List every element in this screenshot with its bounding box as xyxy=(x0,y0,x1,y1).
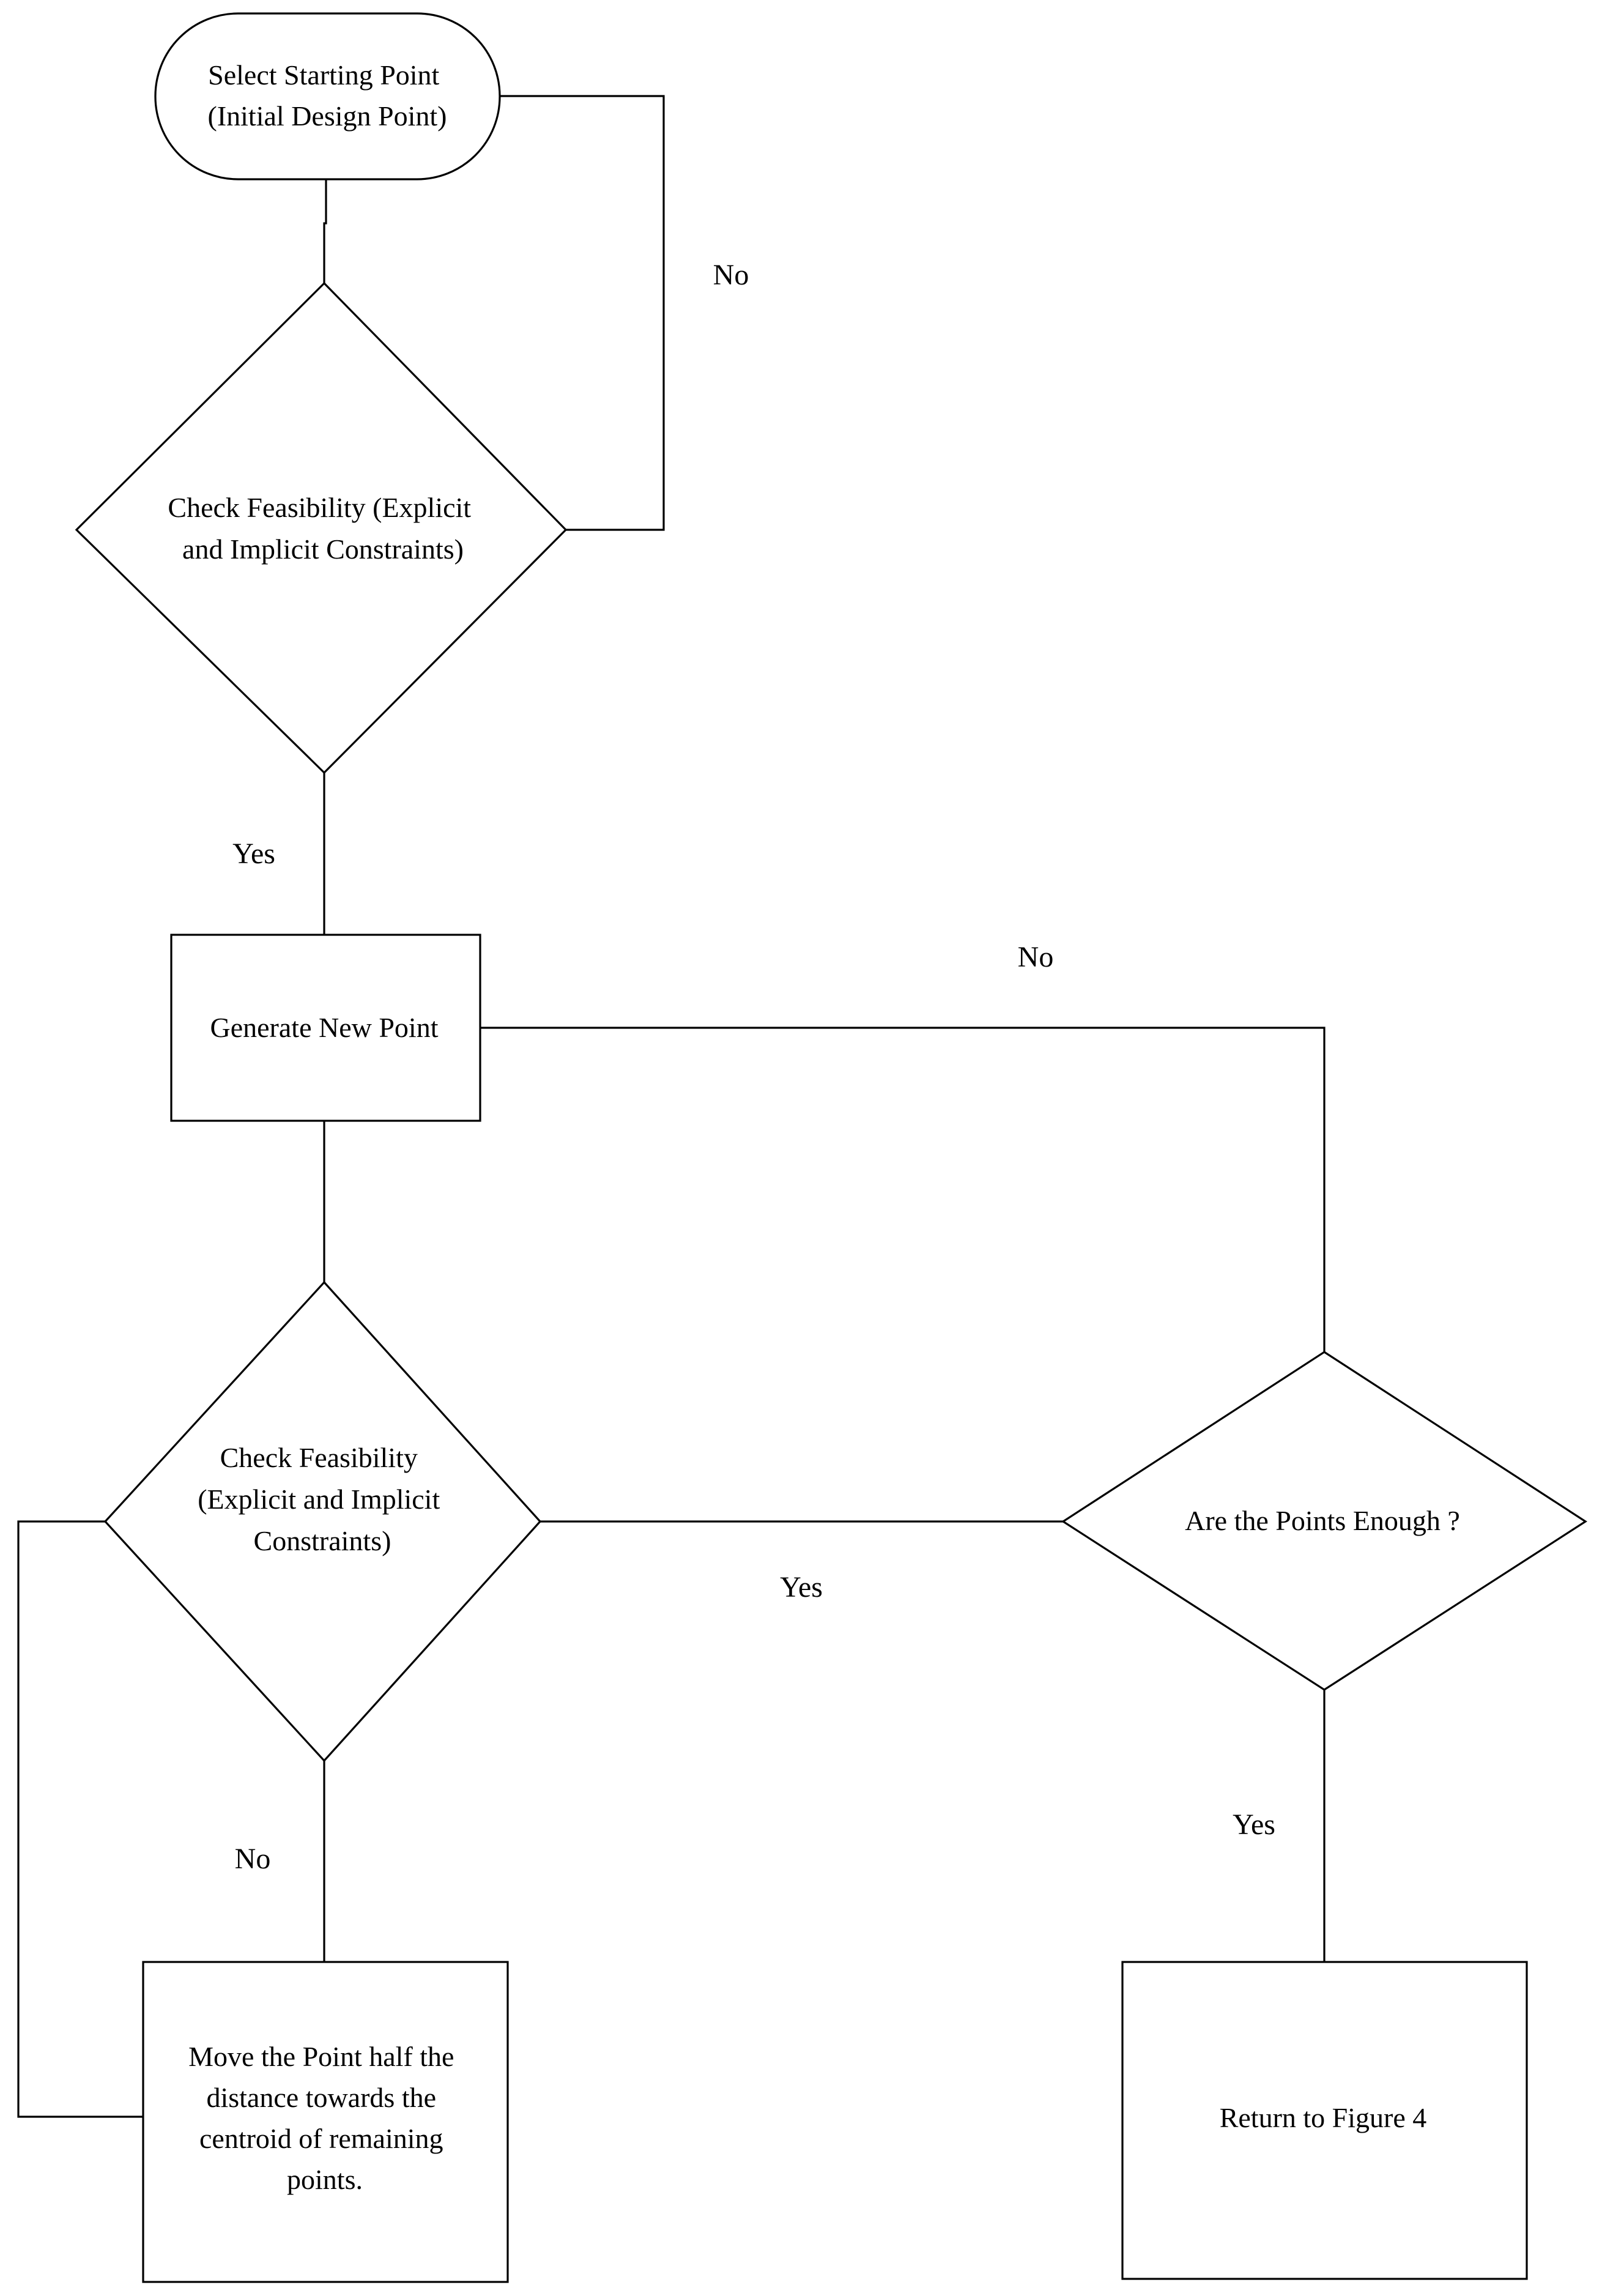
check2-diamond-shape xyxy=(103,1280,542,1763)
move-line: points. xyxy=(287,2164,363,2195)
move-line: centroid of remaining xyxy=(199,2123,443,2154)
edge-labels: No Yes No Yes No Yes xyxy=(232,259,1275,1875)
edge-label-check1-yes: Yes xyxy=(232,838,275,870)
return-box-shape xyxy=(1121,1961,1528,2280)
start-text: Select Starting Point (Initial Design Po… xyxy=(208,59,447,132)
return-text: Return to Figure 4 xyxy=(1220,2102,1427,2133)
check1-line: Check Feasibility (Explicit xyxy=(168,492,471,523)
move-text: Move the Point half the distance towards… xyxy=(188,2041,461,2195)
generate-line: Generate New Point xyxy=(210,1012,439,1043)
enough-decision: Are the Points Enough ? xyxy=(1061,1351,1587,1691)
return-node: Return to Figure 4 xyxy=(1121,1961,1528,2280)
connectors xyxy=(17,95,1326,2118)
check1-text: Check Feasibility (Explicit and Implicit… xyxy=(168,492,478,565)
move-box-shape xyxy=(142,1961,509,2283)
check1-decision: Check Feasibility (Explicit and Implicit… xyxy=(75,281,568,775)
enough-text: Are the Points Enough ? xyxy=(1185,1505,1460,1536)
enough-diamond-shape xyxy=(1061,1351,1587,1691)
check1-diamond-shape xyxy=(75,281,568,775)
check2-line: (Explicit and Implicit xyxy=(198,1484,440,1515)
move-line: distance towards the xyxy=(206,2082,436,2113)
edge-label-check2-yes: Yes xyxy=(780,1571,823,1603)
enough-line: Are the Points Enough ? xyxy=(1185,1505,1460,1536)
check2-decision: Check Feasibility (Explicit and Implicit… xyxy=(103,1280,542,1763)
return-line: Return to Figure 4 xyxy=(1220,2102,1427,2133)
edge-generate-no-loop xyxy=(480,1027,1326,1352)
check2-line: Constraints) xyxy=(254,1525,391,1556)
move-node: Move the Point half the distance towards… xyxy=(142,1961,509,2283)
check2-text: Check Feasibility (Explicit and Implicit… xyxy=(198,1442,447,1556)
generate-node: Generate New Point xyxy=(170,934,481,1122)
edge-start-to-check1 xyxy=(323,179,327,283)
start-node: Select Starting Point (Initial Design Po… xyxy=(154,12,501,180)
edge-move-loop-back xyxy=(17,1520,143,2118)
generate-box-shape xyxy=(170,934,481,1122)
edge-check1-no-loop xyxy=(500,95,665,531)
edge-label-check1-no: No xyxy=(713,259,749,291)
edge-label-enough-yes: Yes xyxy=(1233,1808,1275,1841)
generate-text: Generate New Point xyxy=(210,1012,439,1043)
check1-line: and Implicit Constraints) xyxy=(182,533,464,565)
edge-label-enough-no: No xyxy=(1018,941,1054,973)
start-line: Select Starting Point xyxy=(208,59,439,91)
start-line: (Initial Design Point) xyxy=(208,100,447,132)
move-line: Move the Point half the xyxy=(188,2041,454,2072)
check2-line: Check Feasibility xyxy=(220,1442,418,1473)
edge-label-check2-no: No xyxy=(235,1843,271,1875)
start-terminator-shape xyxy=(154,12,501,180)
